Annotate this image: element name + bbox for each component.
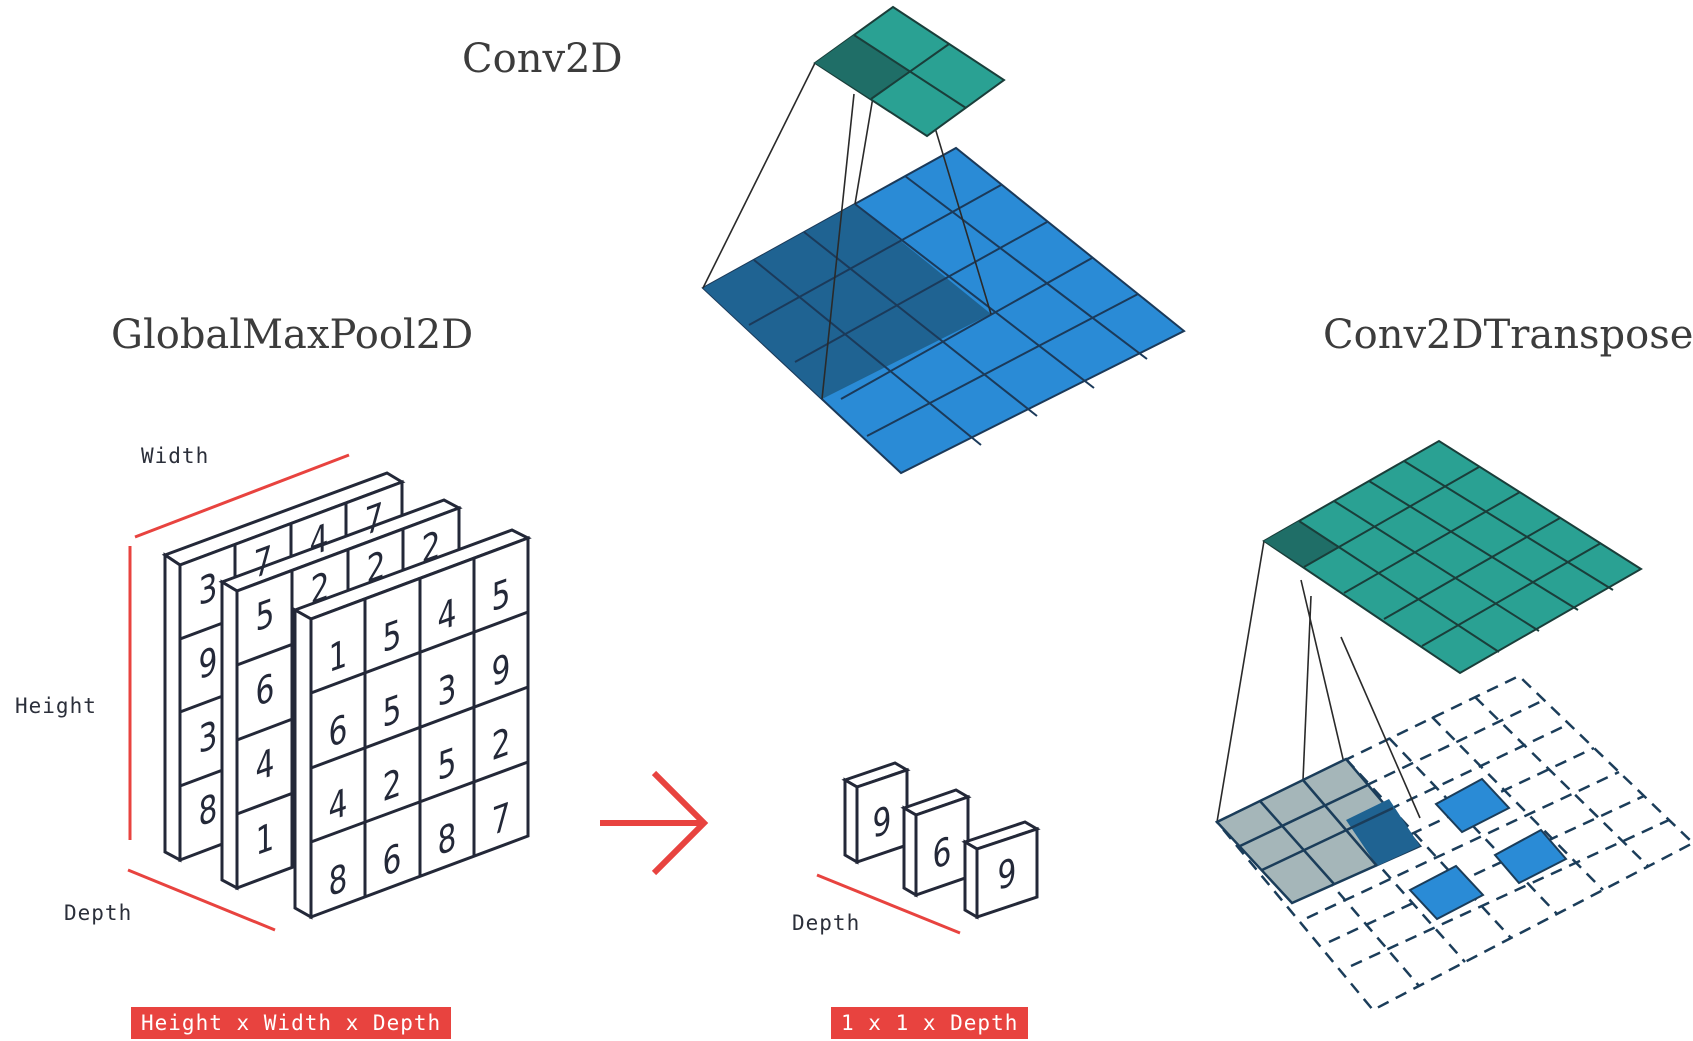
front-sheet-value: 2 bbox=[383, 761, 402, 811]
front-sheet-value: 8 bbox=[329, 856, 348, 906]
conv2d-output-grid bbox=[813, 5, 1006, 138]
transpose-input-pixels bbox=[1408, 777, 1568, 921]
width-label: Width bbox=[141, 444, 210, 468]
pool-output-value: 9 bbox=[873, 798, 892, 848]
pool-output-value: 9 bbox=[998, 850, 1017, 900]
transpose-input-pixel bbox=[1408, 864, 1485, 921]
transpose-projection-lines bbox=[1216, 540, 1421, 823]
conv2d-receptive-field bbox=[703, 204, 991, 399]
transpose-output-grid bbox=[1262, 439, 1643, 675]
global-max-pool-diagram bbox=[127, 453, 1041, 935]
front-sheet-value: 5 bbox=[383, 687, 402, 737]
middle-sheet-value: 4 bbox=[256, 741, 275, 791]
back-sheet-value: 3 bbox=[199, 565, 218, 615]
front-sheet-value: 5 bbox=[438, 740, 457, 790]
transpose-output-active-cell bbox=[1264, 521, 1339, 567]
transpose-dashed-outline bbox=[1215, 674, 1693, 1012]
middle-sheet-value: 5 bbox=[256, 591, 275, 641]
middle-sheet-value: 1 bbox=[256, 815, 275, 865]
front-sheet-value: 8 bbox=[438, 815, 457, 865]
front-sheet-value: 6 bbox=[329, 707, 348, 757]
back-sheet-value: 7 bbox=[254, 538, 273, 588]
output-depth-line bbox=[816, 873, 961, 935]
front-sheet-value: 4 bbox=[329, 781, 348, 831]
front-sheet-value: 7 bbox=[492, 795, 511, 845]
height-label: Height bbox=[15, 694, 97, 718]
global-max-pool-title: GlobalMaxPool2D bbox=[111, 312, 474, 358]
transpose-input-pixel bbox=[1434, 777, 1511, 834]
front-sheet-value: 5 bbox=[383, 612, 402, 662]
depth-dimension-line bbox=[127, 868, 276, 932]
front-sheet-value: 1 bbox=[329, 632, 348, 682]
transpose-active-input-cell bbox=[1346, 799, 1420, 866]
conv2d-output-active-cell bbox=[815, 35, 910, 99]
depth-label: Depth bbox=[64, 901, 133, 925]
middle-sheet-value: 2 bbox=[422, 523, 441, 573]
front-sheet-value: 6 bbox=[383, 836, 402, 886]
back-sheet-value: 7 bbox=[365, 495, 384, 545]
sheet-numbers: 3 7 4 7 9 3 8 5 2 2 2 6 4 1 1 5 4 5 6 5 … bbox=[199, 495, 1017, 906]
pool-output-value: 6 bbox=[933, 829, 952, 879]
width-dimension-line bbox=[134, 453, 350, 539]
conv2d-title: Conv2D bbox=[462, 36, 623, 82]
output-depth-label: Depth bbox=[792, 911, 861, 935]
transpose-output-grid-base bbox=[1262, 439, 1643, 675]
front-sheet-value: 9 bbox=[492, 646, 511, 696]
conv2d-input-grid bbox=[701, 146, 1186, 475]
front-sheet-value: 5 bbox=[492, 571, 511, 621]
back-sheet-value: 8 bbox=[199, 786, 218, 836]
front-sheet-value: 4 bbox=[438, 591, 457, 641]
front-sheet-value: 3 bbox=[438, 666, 457, 716]
front-feature-sheet bbox=[291, 528, 532, 920]
conv2d-transpose-diagram bbox=[1214, 439, 1693, 1012]
conv2d-input-gridlines bbox=[748, 175, 1148, 446]
front-sheet-value: 2 bbox=[492, 720, 511, 770]
output-cube-3 bbox=[961, 820, 1041, 920]
conv2d-transpose-title: Conv2DTranspose bbox=[1323, 312, 1693, 358]
output-shape-badge: 1 x 1 x Depth bbox=[831, 1007, 1029, 1039]
pool-arrow bbox=[600, 770, 709, 876]
conv2d-diagram bbox=[701, 5, 1186, 475]
middle-sheet-value: 2 bbox=[311, 564, 330, 614]
middle-sheet-value: 6 bbox=[256, 666, 275, 716]
transpose-receptive-field bbox=[1214, 757, 1423, 905]
back-sheet-value: 3 bbox=[199, 713, 218, 763]
middle-sheet-value: 2 bbox=[367, 543, 386, 593]
conv2d-projection-lines bbox=[702, 62, 992, 400]
pool-output-cubes bbox=[841, 761, 1041, 920]
transpose-input-pixel bbox=[1493, 828, 1568, 885]
output-cube-1 bbox=[841, 761, 911, 865]
input-shape-badge: Height x Width x Depth bbox=[131, 1007, 452, 1039]
back-sheet-value: 9 bbox=[199, 639, 218, 689]
back-sheet-value: 4 bbox=[310, 516, 329, 566]
